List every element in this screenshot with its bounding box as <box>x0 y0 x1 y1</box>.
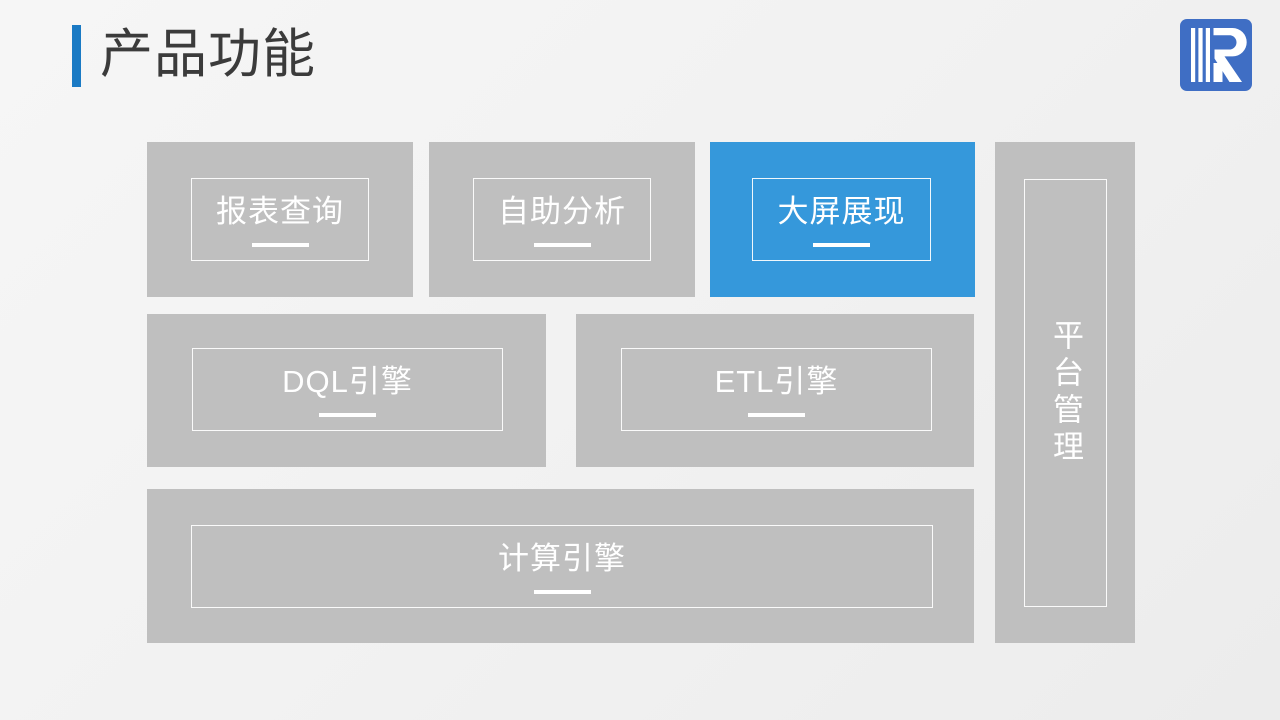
tile-platform-management[interactable]: 平台管理 <box>995 142 1135 643</box>
tile-underline <box>748 413 805 417</box>
tile-underline <box>533 590 591 594</box>
tile-inner-frame: 计算引擎 <box>191 525 933 608</box>
tile-etl-engine[interactable]: ETL引擎 <box>576 314 974 467</box>
tile-underline <box>319 413 376 417</box>
tile-label: ETL引擎 <box>714 364 839 399</box>
company-logo-icon <box>1180 19 1252 91</box>
title-accent-bar <box>72 25 81 87</box>
tile-label: 自助分析 <box>498 194 626 229</box>
tile-label: 计算引擎 <box>498 541 626 576</box>
tile-self-service-analysis[interactable]: 自助分析 <box>429 142 695 297</box>
tile-dql-engine[interactable]: DQL引擎 <box>147 314 546 467</box>
tile-label: 平台管理 <box>1048 319 1083 467</box>
tile-inner-frame: 平台管理 <box>1024 179 1107 607</box>
tile-label: DQL引擎 <box>282 364 413 399</box>
tile-inner-frame: ETL引擎 <box>621 348 932 431</box>
page-title: 产品功能 <box>100 25 316 84</box>
tile-label: 大屏展现 <box>777 194 906 229</box>
tile-label: 报表查询 <box>216 194 344 229</box>
tile-inner-frame: 大屏展现 <box>752 178 931 261</box>
tile-big-screen-display[interactable]: 大屏展现 <box>710 142 975 297</box>
tile-underline <box>533 243 591 247</box>
tile-report-query[interactable]: 报表查询 <box>147 142 413 297</box>
tile-inner-frame: DQL引擎 <box>192 348 503 431</box>
tile-underline <box>813 243 870 247</box>
tile-compute-engine[interactable]: 计算引擎 <box>147 489 974 643</box>
tile-underline <box>251 243 309 247</box>
tile-inner-frame: 报表查询 <box>191 178 369 261</box>
tile-inner-frame: 自助分析 <box>473 178 651 261</box>
slide-header: 产品功能 <box>0 0 1280 120</box>
